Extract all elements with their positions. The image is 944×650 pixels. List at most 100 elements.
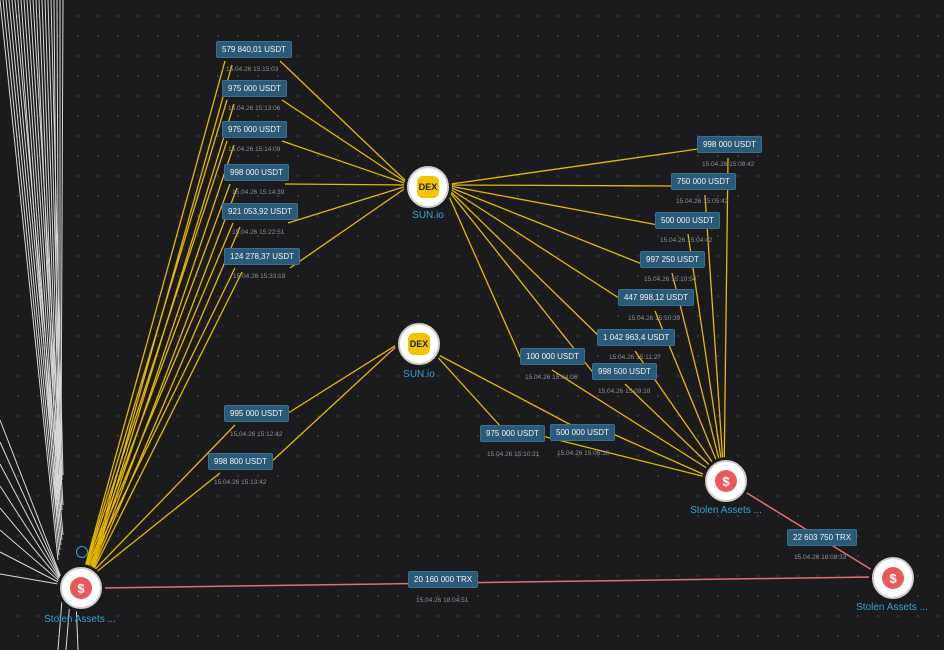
node-label[interactable]: SUN.io bbox=[403, 369, 435, 380]
incoming-edge[interactable] bbox=[0, 485, 65, 586]
transfer-amount-tag[interactable]: 100 000 USDT bbox=[520, 348, 585, 365]
incoming-edge[interactable] bbox=[53, 0, 59, 471]
incoming-edge[interactable] bbox=[57, 599, 63, 650]
usdt-transfer-edge[interactable] bbox=[85, 226, 241, 586]
transfer-amount-tag[interactable]: 500 000 USDT bbox=[655, 212, 720, 229]
usdt-transfer-edge[interactable] bbox=[443, 184, 643, 265]
transfer-amount-tag[interactable]: 975 000 USDT bbox=[222, 80, 287, 97]
node-label[interactable]: Stolen Assets ... bbox=[856, 602, 928, 613]
usdt-transfer-edge[interactable] bbox=[443, 184, 659, 226]
transfer-amount-tag[interactable]: 1 042 963,4 USDT bbox=[597, 329, 676, 346]
incoming-edge[interactable] bbox=[0, 463, 65, 586]
usdt-transfer-edge[interactable] bbox=[79, 222, 234, 586]
transfer-amount-tag[interactable]: 921 053,92 USDT bbox=[222, 203, 299, 220]
transfer-amount-tag[interactable]: 124 278,37 USDT bbox=[224, 248, 301, 265]
dex-node-sunio-mid[interactable]: DEX bbox=[398, 323, 440, 365]
incoming-edge[interactable] bbox=[38, 0, 60, 496]
usdt-transfer-edge[interactable] bbox=[279, 60, 411, 186]
transfer-amount-tag[interactable]: 579 840,01 USDT bbox=[216, 41, 293, 58]
usdt-transfer-edge[interactable] bbox=[624, 383, 725, 480]
usdt-transfer-edge[interactable] bbox=[551, 369, 725, 480]
usdt-transfer-edge[interactable] bbox=[541, 435, 715, 480]
transfer-amount-tag[interactable]: 500 000 USDT bbox=[550, 424, 615, 441]
usdt-transfer-edge[interactable] bbox=[687, 233, 725, 480]
usdt-transfer-edge[interactable] bbox=[79, 140, 228, 586]
stolen-assets-node-far-right[interactable]: $ bbox=[872, 557, 914, 599]
usdt-transfer-edge[interactable] bbox=[85, 187, 238, 586]
usdt-transfer-edge[interactable] bbox=[443, 184, 606, 343]
node-label[interactable]: SUN.io bbox=[412, 210, 444, 221]
usdt-transfer-edge[interactable] bbox=[284, 341, 402, 416]
usdt-transfer-edge[interactable] bbox=[281, 140, 411, 186]
transfer-amount-tag[interactable]: 998 000 USDT bbox=[224, 164, 289, 181]
transfer-timestamp: 15.04.26 15:50:39 bbox=[628, 315, 681, 322]
usdt-transfer-edge[interactable] bbox=[432, 351, 574, 427]
incoming-edge[interactable] bbox=[0, 0, 59, 561]
incoming-edge[interactable] bbox=[0, 507, 65, 586]
incoming-edge[interactable] bbox=[20, 0, 60, 526]
incoming-edge[interactable] bbox=[5, 0, 61, 551]
usdt-transfer-edge[interactable] bbox=[287, 184, 411, 224]
usdt-transfer-edge[interactable] bbox=[85, 271, 243, 586]
usdt-transfer-edge[interactable] bbox=[269, 341, 402, 464]
incoming-edge[interactable] bbox=[0, 419, 65, 586]
transfer-amount-tag[interactable]: 998 500 USDT bbox=[592, 363, 657, 380]
usdt-transfer-edge[interactable] bbox=[723, 157, 729, 480]
incoming-edge[interactable] bbox=[2, 0, 60, 556]
transfer-amount-tag[interactable]: 975 000 USDT bbox=[222, 121, 287, 138]
usdt-transfer-edge[interactable] bbox=[443, 184, 523, 362]
transfer-timestamp: 15.04.26 15:04:42 bbox=[660, 237, 713, 244]
transfer-amount-tag[interactable]: 995 000 USDT bbox=[224, 405, 289, 422]
usdt-transfer-edge[interactable] bbox=[704, 194, 725, 480]
transfer-timestamp: 15.04.26 15:13:42 bbox=[214, 479, 267, 486]
transfer-amount-tag[interactable]: 998 000 USDT bbox=[697, 136, 762, 153]
transfer-amount-tag[interactable]: 750 000 USDT bbox=[671, 173, 736, 190]
transfer-amount-tag[interactable]: 447 998,12 USDT bbox=[618, 289, 695, 306]
incoming-edge[interactable] bbox=[23, 0, 61, 521]
transfer-timestamp: 15.04.26 15:10:54 bbox=[644, 276, 697, 283]
transfer-amount-tag[interactable]: 997 250 USDT bbox=[640, 251, 705, 268]
incoming-edge[interactable] bbox=[0, 551, 65, 586]
usdt-transfer-edge[interactable] bbox=[612, 433, 715, 480]
transfer-timestamp: 15.04.26 15:09:18 bbox=[598, 388, 651, 395]
usdt-transfer-edge[interactable] bbox=[289, 184, 411, 269]
usdt-transfer-edge[interactable] bbox=[671, 272, 725, 480]
usdt-transfer-edge[interactable] bbox=[443, 184, 626, 303]
transfer-amount-tag[interactable]: 998 800 USDT bbox=[208, 453, 273, 470]
dex-icon: DEX bbox=[417, 176, 439, 198]
usdt-transfer-edge[interactable] bbox=[79, 424, 236, 586]
usdt-transfer-edge[interactable] bbox=[79, 472, 221, 586]
usdt-transfer-edge[interactable] bbox=[79, 183, 231, 586]
stolen-assets-node-left[interactable]: $ bbox=[60, 567, 102, 609]
usdt-transfer-edge[interactable] bbox=[281, 99, 411, 186]
usdt-transfer-edge[interactable] bbox=[443, 184, 676, 187]
usdt-transfer-edge[interactable] bbox=[79, 267, 236, 586]
trx-transfer-amount-tag[interactable]: 22 603 750 TRX bbox=[787, 529, 858, 546]
trx-transfer-amount-tag[interactable]: 20 160 000 TRX bbox=[408, 571, 479, 588]
incoming-edge[interactable] bbox=[0, 573, 65, 586]
transfer-timestamp: 15.04.26 15:10:21 bbox=[487, 451, 540, 458]
dex-node-sunio-top[interactable]: DEX bbox=[407, 166, 449, 208]
incoming-edge[interactable] bbox=[56, 0, 60, 466]
usdt-transfer-edge[interactable] bbox=[432, 351, 503, 429]
transfer-amount-tag[interactable]: 975 000 USDT bbox=[480, 425, 545, 442]
usdt-transfer-edge[interactable] bbox=[79, 60, 226, 586]
node-label[interactable]: Stolen Assets ... bbox=[44, 614, 116, 625]
incoming-edge[interactable] bbox=[35, 0, 59, 501]
node-label[interactable]: Stolen Assets ... bbox=[690, 505, 762, 516]
money-bag-icon: $ bbox=[882, 567, 904, 589]
usdt-transfer-edge[interactable] bbox=[284, 183, 411, 186]
transfer-timestamp: 15.04.26 15:04:06 bbox=[525, 374, 578, 381]
incoming-edge[interactable] bbox=[17, 0, 59, 531]
usdt-transfer-edge[interactable] bbox=[443, 184, 596, 376]
trx-transfer-edge[interactable] bbox=[99, 576, 873, 589]
stolen-assets-node-right[interactable]: $ bbox=[705, 460, 747, 502]
usdt-transfer-edge[interactable] bbox=[79, 99, 228, 586]
incoming-edge[interactable] bbox=[0, 441, 65, 586]
transfer-timestamp: 15.04.26 15:08:42 bbox=[702, 161, 755, 168]
usdt-transfer-edge[interactable] bbox=[443, 148, 699, 186]
incoming-edge[interactable] bbox=[0, 529, 65, 586]
incoming-edge[interactable] bbox=[65, 599, 71, 650]
incoming-edge[interactable] bbox=[60, 0, 64, 456]
